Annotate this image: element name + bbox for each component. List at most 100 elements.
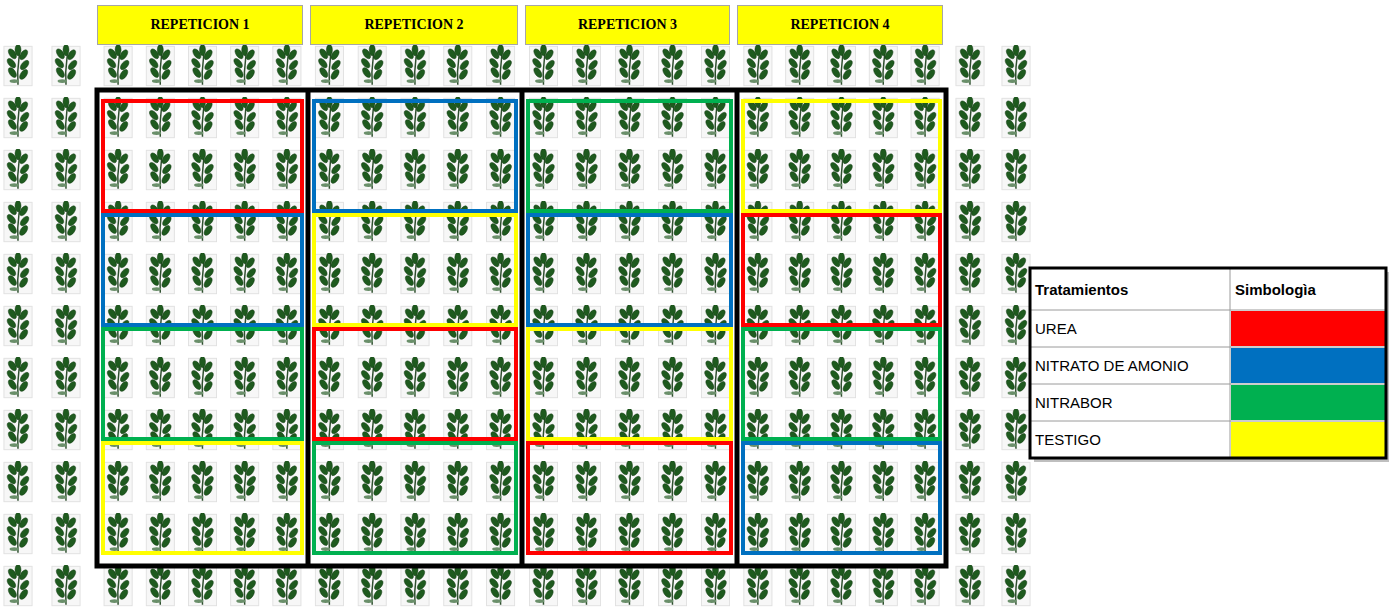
plant-icon bbox=[401, 44, 429, 85]
plant-icon bbox=[231, 356, 259, 397]
plant-icon bbox=[104, 564, 132, 605]
plant-icon bbox=[658, 200, 686, 241]
plant-icon bbox=[401, 252, 429, 293]
plant-icon bbox=[4, 44, 32, 85]
plant-icon bbox=[315, 512, 343, 553]
repetition-header: REPETICION 1 bbox=[97, 5, 303, 45]
plant-icon bbox=[744, 512, 772, 553]
plant-icon bbox=[444, 44, 472, 85]
header-text: REPETICION 2 bbox=[364, 17, 463, 33]
plant-icon bbox=[188, 356, 216, 397]
header-text: REPETICION 3 bbox=[578, 17, 677, 33]
plot-outline bbox=[103, 101, 302, 211]
plant-icon bbox=[701, 460, 729, 501]
legend-swatch bbox=[1231, 311, 1385, 346]
block-separator bbox=[520, 90, 525, 566]
plant-icon bbox=[572, 460, 600, 501]
plant-icon bbox=[1002, 304, 1030, 345]
plant-icon bbox=[358, 148, 386, 189]
plant-icon bbox=[658, 252, 686, 293]
plant-icon bbox=[529, 200, 557, 241]
plant-icon bbox=[52, 200, 80, 241]
plant-icon bbox=[911, 460, 939, 501]
plant-icon bbox=[701, 148, 729, 189]
plot-outline bbox=[314, 329, 516, 439]
plot-outline bbox=[743, 329, 940, 439]
plant-icon bbox=[956, 200, 984, 241]
plant-icon bbox=[1002, 252, 1030, 293]
plant-icon bbox=[315, 252, 343, 293]
plant-icon bbox=[911, 512, 939, 553]
plant-icon bbox=[786, 512, 814, 553]
plant-icon bbox=[869, 564, 897, 605]
plant-icon bbox=[273, 512, 301, 553]
plant-icon bbox=[1002, 564, 1030, 605]
plant-icon bbox=[572, 148, 600, 189]
plant-icon bbox=[487, 252, 515, 293]
repetition-header: REPETICION 2 bbox=[310, 5, 518, 45]
plot-outline bbox=[528, 215, 731, 325]
plant-icon bbox=[146, 460, 174, 501]
plant-icon bbox=[869, 44, 897, 85]
plant-icon bbox=[52, 512, 80, 553]
repetition-header: REPETICION 3 bbox=[525, 5, 730, 45]
plant-icon bbox=[4, 408, 32, 449]
plant-icon bbox=[572, 252, 600, 293]
plant-icon bbox=[701, 44, 729, 85]
plant-icon bbox=[358, 356, 386, 397]
plant-icon bbox=[273, 44, 301, 85]
plant-icon bbox=[529, 356, 557, 397]
plant-icon bbox=[572, 200, 600, 241]
legend-swatch bbox=[1231, 348, 1385, 383]
plant-icon bbox=[4, 564, 32, 605]
plant-icon bbox=[444, 564, 472, 605]
plant-icon bbox=[615, 564, 643, 605]
plot-outline bbox=[103, 443, 302, 553]
plant-icon bbox=[744, 44, 772, 85]
plant-icon bbox=[529, 512, 557, 553]
plant-icon bbox=[358, 200, 386, 241]
plant-icon bbox=[911, 200, 939, 241]
table-header: Simbologìa bbox=[1232, 281, 1316, 298]
plant-icon bbox=[104, 512, 132, 553]
plant-icon bbox=[744, 564, 772, 605]
plant-icon bbox=[827, 564, 855, 605]
plant-icon bbox=[487, 200, 515, 241]
plant-icon bbox=[273, 200, 301, 241]
plant-icon bbox=[701, 356, 729, 397]
plant-icon bbox=[658, 564, 686, 605]
plant-icon bbox=[188, 460, 216, 501]
plant-icon bbox=[529, 44, 557, 85]
plant-icon bbox=[911, 252, 939, 293]
repetition-header: REPETICION 4 bbox=[737, 5, 943, 45]
plant-icon bbox=[146, 252, 174, 293]
plant-icon bbox=[911, 356, 939, 397]
legend-text: NITRABOR bbox=[1032, 394, 1113, 411]
legend-text: UREA bbox=[1032, 320, 1077, 337]
table-rule bbox=[1230, 268, 1231, 458]
plant-icon bbox=[104, 356, 132, 397]
plant-icon bbox=[786, 460, 814, 501]
plant-icon bbox=[744, 356, 772, 397]
table-cell: Simbologìa bbox=[1232, 268, 1384, 310]
plant-icon bbox=[401, 148, 429, 189]
plant-icon bbox=[1002, 96, 1030, 137]
plant-icon bbox=[358, 252, 386, 293]
plot-outline bbox=[743, 215, 940, 325]
plant-icon bbox=[615, 148, 643, 189]
plant-icon bbox=[401, 460, 429, 501]
legend-row: TESTIGO bbox=[1032, 421, 1228, 458]
plant-icon bbox=[444, 252, 472, 293]
plant-icon bbox=[315, 44, 343, 85]
plant-icon bbox=[658, 512, 686, 553]
plant-icon bbox=[572, 44, 600, 85]
plant-icon bbox=[231, 252, 259, 293]
plant-icon bbox=[401, 512, 429, 553]
plot-outline bbox=[743, 101, 940, 211]
plot-outline bbox=[314, 101, 516, 211]
plant-icon bbox=[315, 148, 343, 189]
plant-icon bbox=[615, 252, 643, 293]
plant-icon bbox=[188, 564, 216, 605]
plant-icon bbox=[104, 200, 132, 241]
